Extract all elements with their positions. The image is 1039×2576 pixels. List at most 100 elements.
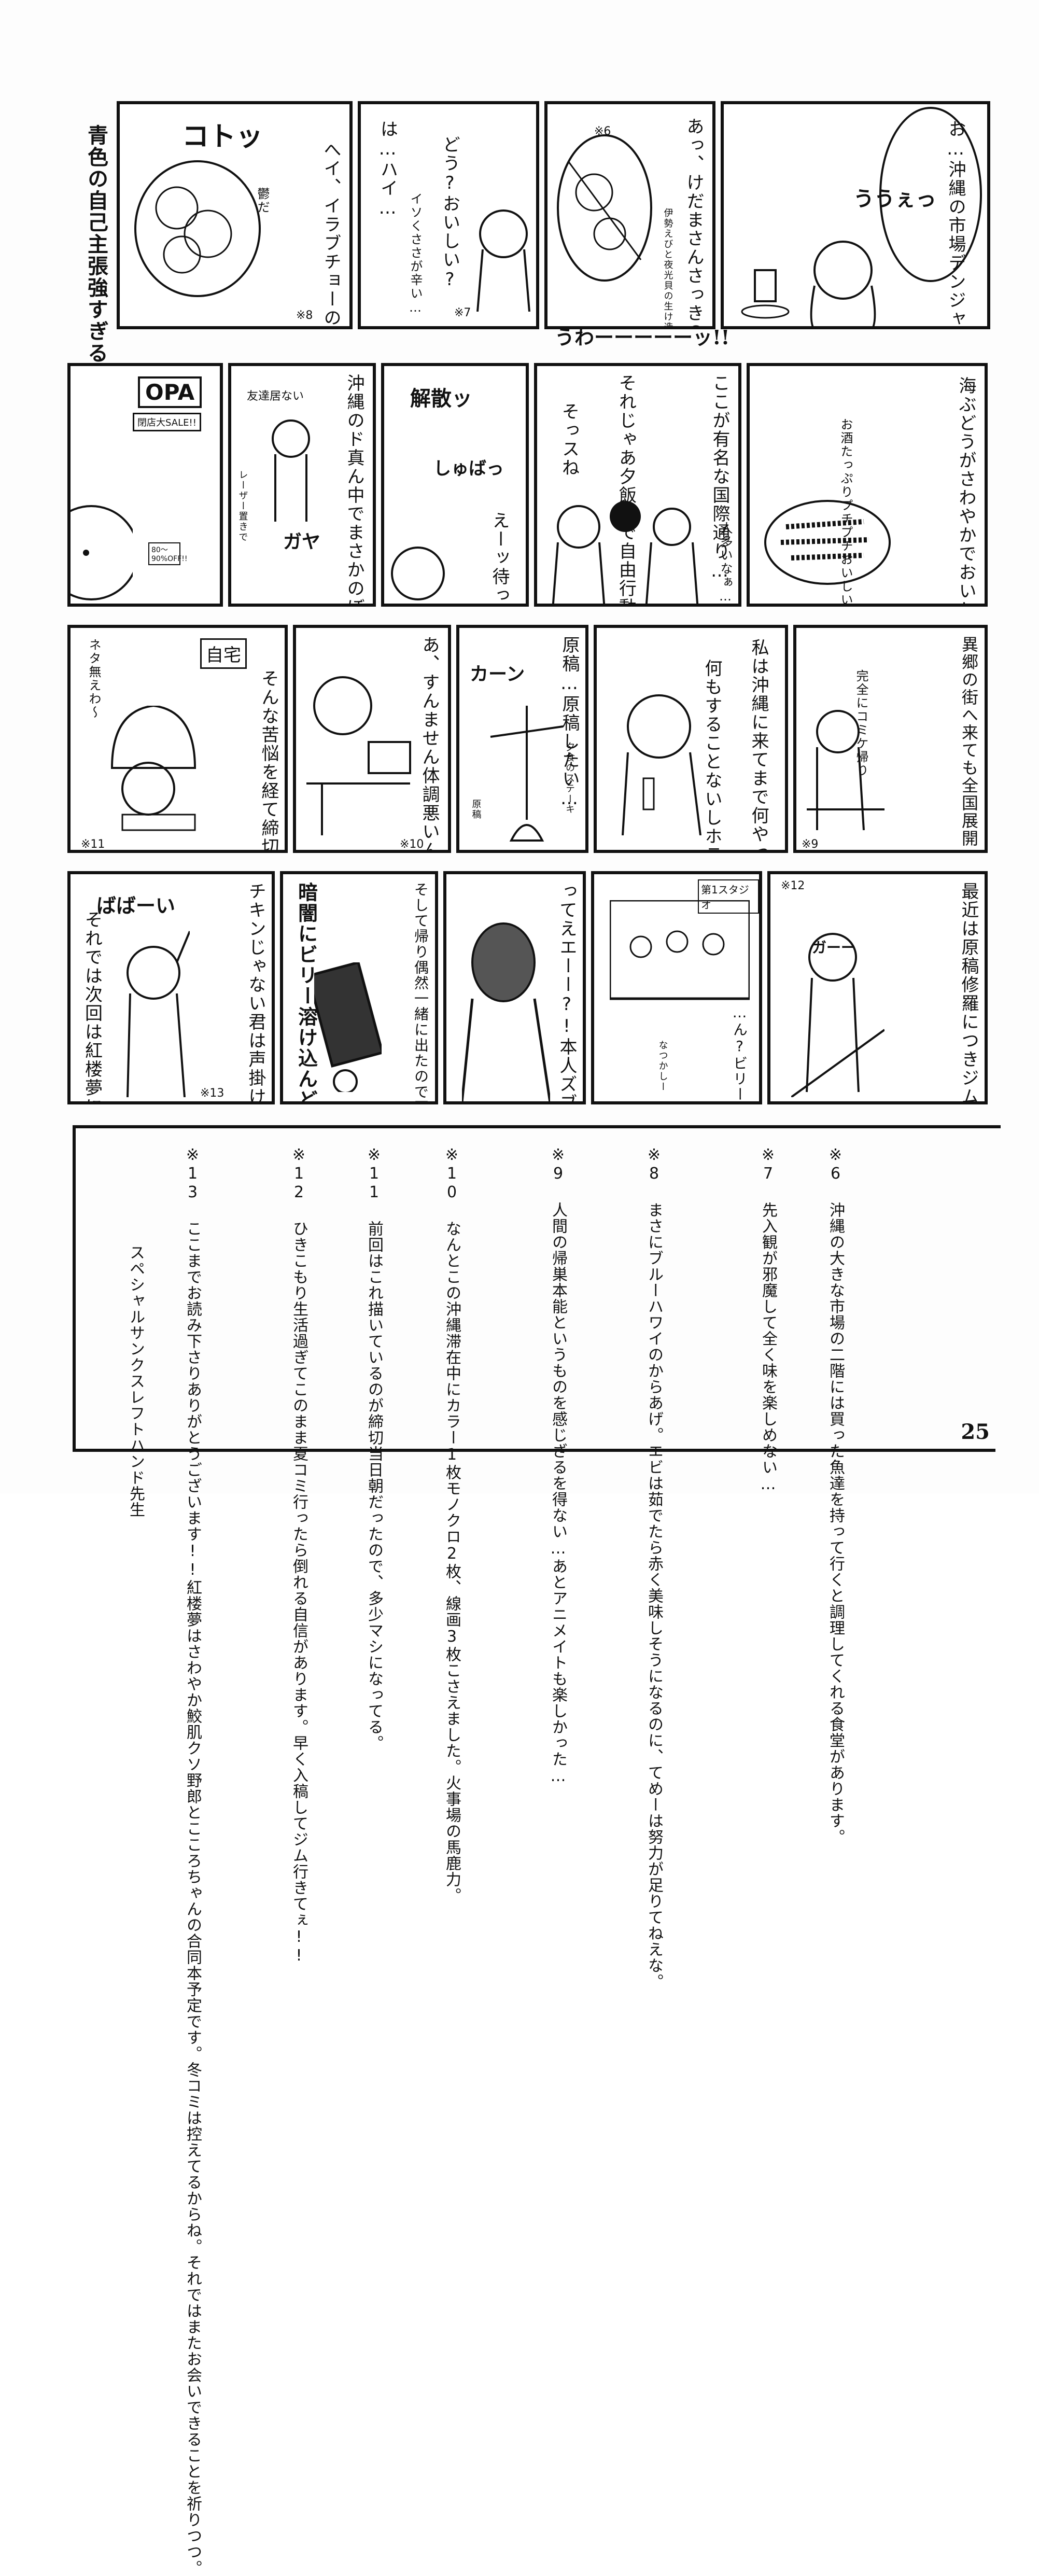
note-marker: ※8 — [296, 309, 313, 322]
character-figure — [272, 419, 310, 522]
speech-text: どう?おいしい? — [439, 135, 460, 291]
speech-text: 最近は原稿修羅につきジムをさぼっているのですがすこし前の話 — [958, 882, 980, 1101]
manga-page: お…沖縄の市場デンジャラス… ううぇっ あっ、けだまさんさっきのエビきたよ〜 ※… — [67, 101, 1001, 2576]
home-sign: 自宅 — [200, 638, 247, 669]
note-marker: ※10 — [400, 838, 424, 851]
small-text: 人多いなぁ… — [718, 522, 733, 605]
footnote: ※12 ひきこもり生活過ぎてこのまま夏コミ行ったら倒れる自信があります。早く入稿… — [290, 1146, 308, 1965]
label-text: 原稿 — [470, 799, 482, 820]
special-thanks: スペシャルサンクスレフトハンド先生 — [127, 1244, 145, 1518]
footnote: ※11 前回はこれ描いているのが締切当日朝だったので、多少マシになってる。 — [365, 1146, 383, 1751]
panel-1-2: あっ、けだまさんさっきのエビきたよ〜 ※6 伊勢えびと夜光貝の生け造り — [544, 101, 715, 329]
note-marker: ※12 — [781, 879, 805, 892]
store-sign: OPA — [138, 376, 202, 408]
speech-text: 何もすることないしホテルで原稿したい — [701, 659, 722, 853]
speech-text: 原稿…原稿したい… — [559, 636, 580, 810]
speech-text: は…ハイ… — [377, 120, 398, 219]
panel-2-4: 沖縄のド真ん中でまさかのぼっち 友達居ない レーザー置きで ガヤ — [228, 363, 376, 607]
panel-2-1: 海ぶどうがさわやかでおいしいなあ… お酒たっぷりプチプチおいしい! — [747, 363, 988, 607]
speech-text: そっスね — [558, 402, 580, 477]
sfx-text: しゅばっ — [433, 458, 504, 479]
panel-4-3: ってえエーー?!本人ズブートキャンプやん!! — [443, 871, 586, 1104]
character-walking — [791, 933, 884, 1097]
studio-sign: 第1スタジオ — [698, 879, 759, 914]
character-at-desk — [110, 706, 196, 831]
character-figure — [622, 694, 701, 835]
small-text: 友達居ない — [247, 390, 304, 403]
note-marker: ※13 — [200, 1087, 224, 1100]
character-at-desk — [306, 676, 411, 835]
lobster-dish — [557, 134, 652, 282]
sfx-text: ガーー — [812, 939, 856, 956]
phone-photo — [314, 962, 382, 1092]
speech-text: そんな苦悩を経て締切前日、これを描いています — [258, 669, 280, 850]
speech-text: へイ、イラブチョーのからあげお待ちィ! — [320, 141, 341, 329]
caption-text: 伊勢えびと夜光貝の生け造り — [662, 208, 673, 329]
speech-bubble — [879, 107, 982, 282]
footnote: ※9 人間の帰巣本能というものを感じざるを得ない…あとアニメイトも楽しかった… — [549, 1146, 567, 1786]
note-marker: ※7 — [454, 306, 471, 319]
speech-text: えーッ待ってよ — [489, 511, 510, 607]
speech-text: …ん?ビリーズブートキャンプ? — [731, 1004, 749, 1101]
footnote: ※7 先入観が邪魔して全く味を楽しめない… — [759, 1146, 777, 1494]
panel-3-4: あ、すんません体調悪いんでホテル居ますね ※10 — [293, 625, 451, 853]
sea-grape-plate — [764, 500, 891, 585]
notes-divider — [73, 1125, 1001, 1128]
character-on-bench — [807, 710, 884, 831]
panel-2-5: OPA 閉店大SALE!! 80〜90%OFF!! — [67, 363, 223, 607]
sfx-text: ううぇっ — [853, 187, 936, 211]
speech-text: 海ぶどうがさわやかでおいしいなあ… — [956, 376, 976, 607]
page-number: 25 — [961, 1420, 990, 1444]
footnote: ※13 ここまでお読み下さりありがとうございます!!紅楼夢はさわやか鮫肌クソ野郎… — [184, 1146, 202, 2576]
character-figure — [810, 241, 876, 326]
footnote: ※8 まさにブルーハワイのからあげ。エビは茹でたら赤く美味しそうになるのに、てめ… — [645, 1146, 663, 1990]
panel-1-3: どう?おいしい? は…ハイ… イソくささが辛い… ※7 — [358, 101, 539, 329]
speech-text: チキンじゃない君は声掛けて撮ってもらってね! — [245, 882, 266, 1104]
panel-3-2: 私は沖縄に来てまで何やってんだ… 何もすることないしホテルで原稿したい — [594, 625, 788, 853]
footnote: ※6 沖縄の大きな市場の二階には買った魚達を持って行くと調理してくれる食堂があり… — [826, 1146, 845, 1845]
fried-fish-plate — [134, 160, 261, 297]
speech-text: ってえエーー?!本人ズブートキャンプやん!! — [556, 882, 577, 1104]
character-waving — [127, 931, 190, 1097]
panel-4-5: ばばーい チキンじゃない君は声掛けて撮ってもらってね! それでは次回は紅楼夢にて… — [67, 871, 275, 1104]
scale-drawing — [490, 706, 564, 842]
note-marker: ※11 — [81, 838, 105, 851]
sfx-text: ばばーい — [96, 894, 176, 917]
speech-text: あっ、けだまさんさっきのエビきたよ〜 — [683, 117, 704, 329]
small-text: イソくささが辛い… — [408, 192, 423, 316]
sfx-text: コトッ — [182, 121, 263, 152]
small-text: レーザー置きで — [237, 470, 248, 542]
sfx-text: 解散ッ — [410, 386, 472, 411]
speech-text: 異郷の街へ来ても全国展開のショッピングモールに金を落とす — [959, 636, 979, 850]
side-text: 青色の自己主張強すぎる — [84, 124, 108, 364]
panel-3-3: カーン 原稿…原稿したい… 夕食のステーキ 原稿 — [456, 625, 588, 853]
speech-text: あ、すんません体調悪いんでホテル居ますね — [419, 636, 440, 853]
store-sign-sub: 閉店大SALE!! — [133, 413, 201, 431]
speech-text: それじゃあ夕飯まで自由行動ね — [615, 374, 637, 607]
panel-2-3: 解散ッ しゅばっ えーッ待ってよ — [381, 363, 529, 607]
sign-text: 夕食のステーキ — [564, 742, 575, 815]
small-text: ネタ無えわ〜 — [87, 638, 101, 719]
character-figure — [391, 547, 445, 600]
note-marker: ※9 — [802, 838, 819, 851]
speech-text: そして帰り偶然一緒に出たので写真をひっそり後ろから撮りましたが — [412, 882, 430, 1101]
studio-window — [610, 900, 750, 1000]
small-text: お酒たっぷりプチプチおいしい! — [838, 418, 853, 607]
panel-2-2: ここが有名な国際通り… それじゃあ夕飯まで自由行動ね そっスね 人多いなぁ… — [534, 363, 741, 607]
sfx-text: うわーーーーーッ!! — [555, 326, 730, 349]
billy-figure — [462, 922, 550, 1101]
small-text: なつかしー — [657, 1040, 668, 1092]
notes-frame — [73, 1128, 995, 1452]
sfx-text: カーン — [470, 663, 525, 685]
speech-text: ここが有名な国際通り… — [709, 374, 730, 582]
table-cup — [741, 269, 790, 319]
speech-text: 沖縄のド真ん中でまさかのぼっち — [344, 374, 364, 607]
panel-3-5: 自宅 そんな苦悩を経て締切前日、これを描いています ネタ無えわ〜 ※11 — [67, 625, 288, 853]
character-figure — [476, 209, 530, 312]
panel-1-4: コトッ へイ、イラブチョーのからあげお待ちィ! 鬱だ ※8 — [117, 101, 353, 329]
character-figure — [71, 505, 133, 600]
store-sign-sale: 80〜90%OFF!! — [148, 542, 187, 565]
crowd-figures — [552, 501, 699, 604]
speech-text: それでは次回は紅楼夢にて — [81, 911, 103, 1104]
panel-1-1: お…沖縄の市場デンジャラス… ううぇっ — [721, 101, 990, 329]
